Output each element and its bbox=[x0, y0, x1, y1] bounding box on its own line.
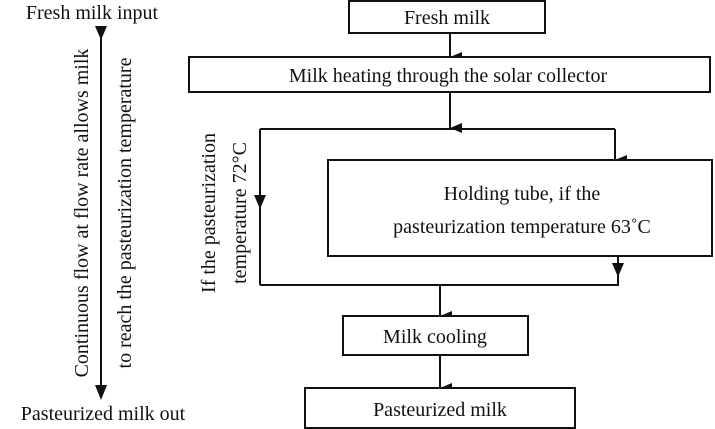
holding-tube-line1: Holding tube, if the bbox=[444, 183, 601, 205]
arrowhead-icon bbox=[95, 385, 107, 400]
continuous-flow-text-line2: to reach the pasteurization temperature bbox=[114, 57, 136, 368]
branch-label-line1: If the pasteurization bbox=[198, 133, 220, 293]
holding-tube-line2: pasteurization temperature 63˚C bbox=[393, 216, 651, 238]
holding-tube-box: Holding tube, if the pasteurization temp… bbox=[327, 159, 713, 257]
fresh-milk-box: Fresh milk bbox=[348, 0, 546, 34]
milk-cooling-box: Milk cooling bbox=[342, 315, 529, 356]
bypass-arrowhead-icon bbox=[254, 195, 266, 209]
arrowhead-icon bbox=[95, 26, 107, 40]
continuous-flow-arrow bbox=[95, 26, 107, 400]
fresh-milk-label: Fresh milk bbox=[404, 7, 490, 29]
continuous-flow-text-line1: Continuous flow at flow rate allows milk bbox=[71, 49, 93, 378]
pasteurized-milk-label: Pasteurized milk bbox=[373, 399, 507, 421]
heating-box: Milk heating through the solar collector bbox=[188, 56, 711, 93]
pasteurized-milk-out-label: Pasteurized milk out bbox=[21, 403, 186, 425]
heating-label: Milk heating through the solar collector bbox=[289, 65, 608, 87]
branch-label-line2: temperature 72°C bbox=[229, 142, 251, 284]
holding-out-arrowhead-icon bbox=[612, 263, 624, 277]
pasteurized-milk-box: Pasteurized milk bbox=[304, 387, 576, 429]
milk-cooling-label: Milk cooling bbox=[383, 326, 487, 348]
fresh-milk-input-label: Fresh milk input bbox=[26, 2, 159, 24]
